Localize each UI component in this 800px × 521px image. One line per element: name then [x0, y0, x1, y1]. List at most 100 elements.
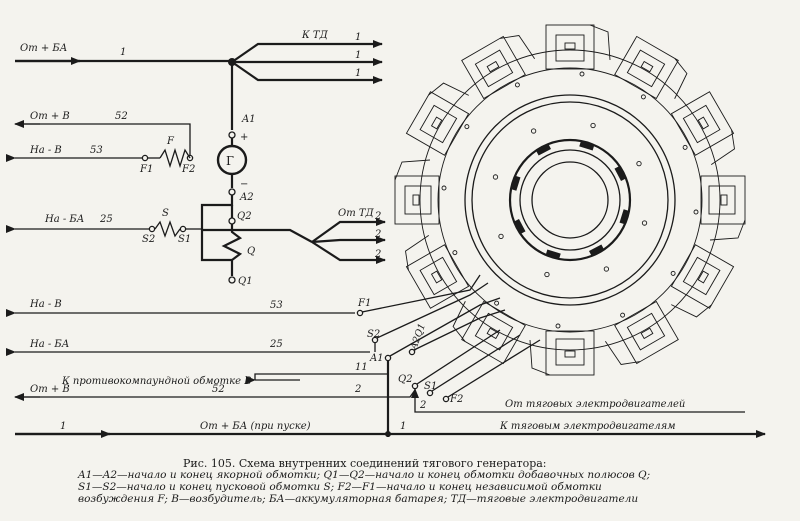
- terminal-a2q1: [408, 348, 416, 356]
- shaft: [531, 161, 609, 239]
- label-wire-53: 53: [90, 145, 103, 156]
- label-a2: A2: [239, 192, 254, 203]
- label-wire-52b: 52: [212, 384, 225, 395]
- generator-ring: [394, 24, 746, 376]
- terminal-s1: [179, 225, 187, 233]
- pole-box: [461, 35, 536, 100]
- label-f2: F2: [181, 164, 195, 175]
- winding-f: [159, 147, 191, 169]
- wire-a1-ring: [389, 297, 501, 357]
- label-wire-11: 11: [355, 362, 368, 373]
- label-a2q1: A2Q1: [408, 322, 428, 352]
- label-wire-2e: 2: [419, 400, 426, 411]
- pole-box: [405, 234, 470, 309]
- wire-from-traction-motors: [411, 388, 745, 413]
- terminal-q2: [228, 217, 236, 225]
- label-in-plus-v: От + В: [30, 111, 70, 122]
- terminal-q1: [228, 276, 236, 284]
- wire-plus-v-52: [15, 123, 191, 143]
- label-a1: A1: [241, 114, 256, 125]
- brush: [619, 209, 630, 225]
- label-wire-25: 25: [99, 214, 113, 225]
- brush-terminal: [590, 122, 596, 129]
- wire-from-td-1: [311, 218, 386, 243]
- label-wire-25b: 25: [269, 339, 283, 350]
- label-wire-1: 1: [120, 47, 126, 58]
- winding-q: [221, 224, 243, 276]
- wire-s1b-ring: [431, 334, 521, 392]
- label-minus: −: [240, 179, 248, 190]
- commutator-inner: [519, 149, 621, 251]
- label-wire-2c: 2: [374, 249, 381, 260]
- label-s: S: [162, 208, 169, 219]
- brush: [579, 140, 595, 151]
- label-in-plus-ba-pusk: От + БА (при пуске): [200, 421, 311, 432]
- pole-boxes: [394, 24, 746, 376]
- label-na-ba2: На - БА: [29, 339, 69, 350]
- label-wire-1e: 1: [60, 421, 66, 432]
- caption-line-3: возбуждения F; В—возбудитель; БА—аккумул…: [78, 493, 639, 505]
- pole-box: [452, 300, 526, 365]
- brush: [535, 143, 551, 156]
- terminal-q2b: [411, 382, 419, 390]
- brush: [513, 219, 526, 235]
- ring-outer: [419, 49, 721, 351]
- label-wire-1b: 1: [355, 32, 361, 43]
- pole-box: [614, 35, 688, 100]
- label-ot-td: От ТД: [338, 208, 375, 219]
- label-na-v: На - В: [29, 145, 62, 156]
- winding-s: [154, 220, 181, 238]
- pole-box: [529, 323, 595, 376]
- brush-terminal: [641, 220, 648, 226]
- label-k-tyag: К тяговым электродвигателям: [499, 421, 676, 432]
- label-q1: Q1: [238, 276, 253, 287]
- caption-title: Рис. 105. Схема внутренних соединений тя…: [183, 457, 547, 470]
- brush-terminal: [603, 266, 610, 272]
- pole-box: [670, 244, 735, 318]
- label-wire-2a: 2: [374, 211, 381, 222]
- label-f1b: F1: [357, 298, 371, 309]
- wire-a2-loop: [200, 195, 234, 262]
- brush: [614, 165, 627, 181]
- label-wire-2d: 2: [354, 384, 361, 395]
- terminal-f1: [141, 154, 149, 162]
- pole-box: [394, 159, 447, 225]
- brush-terminal: [544, 271, 550, 278]
- label-s1b: S1: [424, 381, 437, 392]
- label-q: Q: [247, 246, 255, 257]
- wire-from-td-3: [311, 241, 386, 264]
- terminal-f1b: [356, 309, 364, 317]
- pole-box: [405, 82, 470, 156]
- pole-box: [604, 300, 679, 365]
- label-q2: Q2: [237, 211, 252, 222]
- terminal-s1b: [426, 389, 434, 397]
- terminal-s2b: [371, 336, 379, 344]
- label-wire-1f: 1: [400, 421, 406, 432]
- label-f1: F1: [139, 164, 153, 175]
- label-wire-52: 52: [115, 111, 128, 122]
- terminal-f2b: [442, 395, 450, 403]
- brushes: [492, 122, 648, 278]
- wire-q2-td: [202, 228, 313, 243]
- label-in-plus-v2: От + В: [30, 384, 70, 395]
- wire-s2-ring: [376, 282, 489, 339]
- label-wire-2b: 2: [374, 229, 381, 240]
- brush: [545, 249, 561, 260]
- label-f2b: F2: [449, 394, 463, 405]
- brush-terminal: [636, 160, 642, 167]
- label-k-protivo: К противокомпаундной обмотке В: [61, 376, 252, 387]
- terminal-a2: [228, 188, 236, 196]
- label-q2b: Q2: [398, 374, 413, 385]
- wire-11: [254, 373, 388, 380]
- label-ot-tyag: От тяговых электродвигателей: [505, 399, 685, 410]
- caption-line-2: S1—S2—начало и конец пусковой обмотки S;…: [78, 481, 602, 493]
- wire-from-td-2: [311, 236, 386, 244]
- wire-f2b-ring: [447, 339, 541, 398]
- ring-mid: [437, 67, 703, 333]
- terminal-s2: [148, 225, 156, 233]
- brush: [510, 175, 521, 191]
- wire-to-td-1: [231, 40, 383, 63]
- label-wire-53b: 53: [270, 300, 283, 311]
